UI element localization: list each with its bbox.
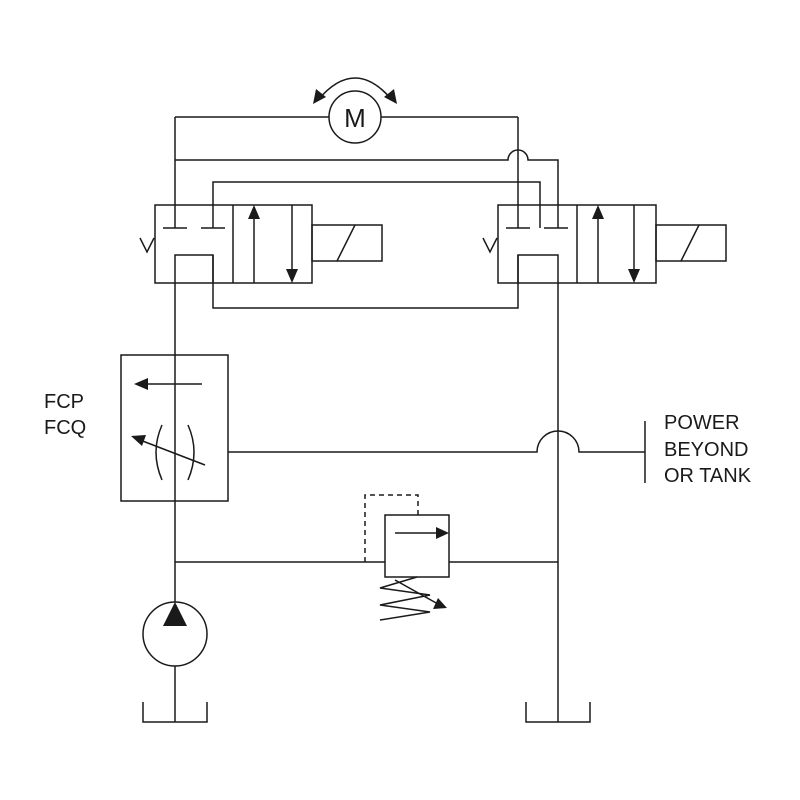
right-directional-valve [482, 204, 727, 284]
tank-left-icon [142, 702, 208, 723]
relief-valve-body [384, 514, 450, 578]
orifice-right-arc [187, 424, 195, 481]
right-solenoid-slash [680, 224, 700, 262]
left-valve-connector [174, 254, 214, 283]
right-valve-solenoid [655, 224, 727, 262]
outlet-label-1: POWER [664, 412, 740, 434]
adjustable-arrow-shaft [139, 439, 206, 466]
rotation-arrow-right-icon [384, 89, 397, 104]
rotation-arrow-left-icon [313, 89, 326, 104]
adjustable-arrow-icon [131, 435, 146, 446]
left-valve-spring-icon [139, 237, 155, 254]
power-beyond-line [228, 430, 645, 453]
tank-right-icon [525, 702, 591, 723]
flow-control-label-1: FCP [44, 391, 84, 413]
flow-control-valve [120, 354, 229, 502]
right-valve-arrow-up-icon [592, 205, 604, 219]
relief-pilot-line [364, 494, 419, 562]
left-solenoid-slash [336, 224, 356, 262]
relief-adjust-arrow-shaft [394, 579, 439, 605]
outlet-label-3: OR TANK [664, 465, 752, 487]
motor-rotation-arc [317, 77, 393, 101]
left-directional-valve [139, 204, 383, 284]
crossover-line-160 [175, 149, 559, 228]
relief-spring-icon [379, 576, 431, 621]
right-valve-spring-icon [482, 237, 498, 254]
pump-arrow-icon [163, 602, 187, 626]
relief-adjust-arrow-icon [433, 598, 447, 609]
flow-control-body [120, 354, 229, 502]
return-line-308 [212, 255, 519, 309]
pump [142, 601, 208, 667]
motor: M [313, 77, 397, 144]
motor-letter: M [344, 103, 366, 133]
right-valve-connector [517, 254, 559, 283]
flow-control-label-2: FCQ [44, 417, 86, 439]
right-valve-arrow-down-icon [628, 269, 640, 283]
orifice-left-arc [155, 424, 163, 481]
outlet-label-2: BEYOND [664, 439, 748, 461]
left-valve-solenoid [311, 224, 383, 262]
flow-control-arrow-left-icon [134, 378, 148, 390]
relief-valve [364, 494, 450, 621]
relief-arrow-icon [436, 527, 449, 539]
left-valve-arrow-down-icon [286, 269, 298, 283]
left-valve-arrow-up-icon [248, 205, 260, 219]
